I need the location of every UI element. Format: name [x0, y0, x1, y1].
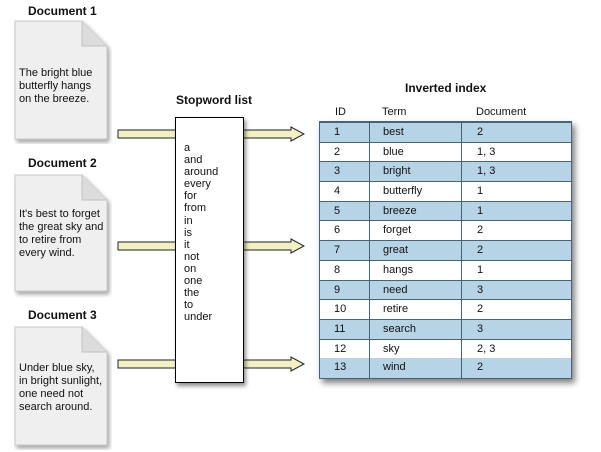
document-3-title: Document 3: [28, 308, 97, 322]
cell-document: 1: [477, 204, 484, 217]
document-3: Under blue sky, in bright sunlight, one …: [14, 326, 108, 446]
document-3-text: Under blue sky, in bright sunlight, one …: [19, 362, 103, 413]
cell-term: blue: [383, 145, 404, 158]
document-2-title: Document 2: [28, 156, 97, 170]
cell-id: 13: [334, 361, 347, 374]
table-row: 4 butterfly 1: [320, 181, 571, 201]
cell-document: 2, 3: [477, 342, 496, 355]
cell-term: best: [383, 126, 404, 138]
cell-id: 1: [334, 126, 341, 138]
cell-id: 2: [334, 145, 341, 158]
cell-term: butterfly: [383, 185, 423, 198]
stopword-item: to: [184, 299, 194, 312]
cell-document: 2: [477, 126, 484, 138]
stopword-item: it: [184, 238, 190, 251]
stopword-item: under: [184, 311, 213, 324]
page-icon: [14, 326, 108, 446]
table-row: 11 search 3: [320, 318, 571, 339]
cell-document: 1: [477, 263, 484, 276]
table-row: 1 best 2: [320, 122, 571, 142]
document-2-text: It's best to forget the great sky and to…: [19, 208, 104, 259]
cell-document: 2: [477, 244, 484, 257]
cell-id: 12: [334, 342, 347, 355]
stopword-item: on: [184, 262, 197, 275]
cell-document: 1, 3: [477, 165, 496, 178]
cell-term: breeze: [383, 204, 417, 217]
table-row: 8 hangs 1: [320, 259, 571, 280]
cell-id: 5: [334, 204, 341, 217]
stopword-item: the: [184, 287, 200, 300]
table-row: 2 blue 1, 3: [320, 141, 571, 162]
cell-id: 9: [334, 283, 341, 296]
stopword-item: a: [184, 142, 191, 154]
cell-id: 7: [334, 244, 341, 257]
stopword-item: not: [184, 250, 200, 263]
cell-term: search: [383, 322, 417, 335]
cell-document: 2: [477, 361, 484, 374]
table-row: 9 need 3: [320, 279, 571, 300]
document-2: It's best to forget the great sky and to…: [14, 174, 108, 292]
stopword-item: from: [184, 202, 206, 215]
cell-term: retire: [383, 303, 409, 316]
stopword-item: for: [184, 190, 197, 203]
cell-term: sky: [383, 342, 400, 355]
table-row: 7 great 2: [320, 240, 571, 260]
cell-id: 8: [334, 263, 341, 276]
page-icon: [14, 174, 108, 292]
stopword-item: one: [184, 275, 203, 288]
cell-id: 10: [334, 303, 347, 316]
cell-id: 6: [334, 224, 341, 237]
stopword-item: around: [184, 166, 219, 179]
stopword-item: is: [184, 226, 192, 239]
column-divider: [369, 122, 370, 378]
cell-term: bright: [383, 165, 411, 178]
cell-term: wind: [383, 361, 406, 374]
column-header-document: Document: [476, 106, 527, 118]
table-row: 10 retire 2: [320, 299, 571, 319]
document-1-text: The bright blue butterfly hangs on the b…: [19, 67, 93, 105]
cell-document: 1: [477, 185, 484, 198]
page-icon: [14, 20, 108, 140]
cell-term: great: [383, 244, 409, 257]
document-1: The bright blue butterfly hangs on the b…: [14, 20, 108, 140]
cell-term: hangs: [383, 263, 413, 276]
column-header-term: Term: [382, 106, 407, 118]
document-1-title: Document 1: [28, 4, 97, 18]
table-row: 6 forget 2: [320, 220, 571, 240]
stopword-item: every: [184, 178, 211, 191]
table-row: 5 breeze 1: [320, 200, 571, 221]
cell-id: 3: [334, 165, 341, 178]
table-row: 13 wind 2: [320, 358, 571, 378]
cell-document: 3: [477, 322, 484, 335]
cell-document: 3: [477, 283, 484, 296]
column-header-id: ID: [335, 106, 346, 118]
stopword-item: in: [184, 214, 193, 227]
table-row: 3 bright 1, 3: [320, 161, 571, 182]
cell-term: need: [383, 283, 408, 296]
cell-id: 11: [334, 322, 346, 335]
table-row: 12 sky 2, 3: [320, 338, 571, 359]
stopword-item: and: [184, 154, 203, 167]
cell-document: 2: [477, 303, 484, 316]
stopword-list-title: Stopword list: [176, 93, 252, 107]
inverted-index-title: Inverted index: [405, 81, 487, 95]
cell-document: 2: [477, 224, 484, 237]
cell-document: 1, 3: [477, 145, 496, 158]
cell-term: forget: [383, 224, 412, 237]
cell-id: 4: [334, 185, 341, 198]
column-divider: [461, 122, 462, 378]
